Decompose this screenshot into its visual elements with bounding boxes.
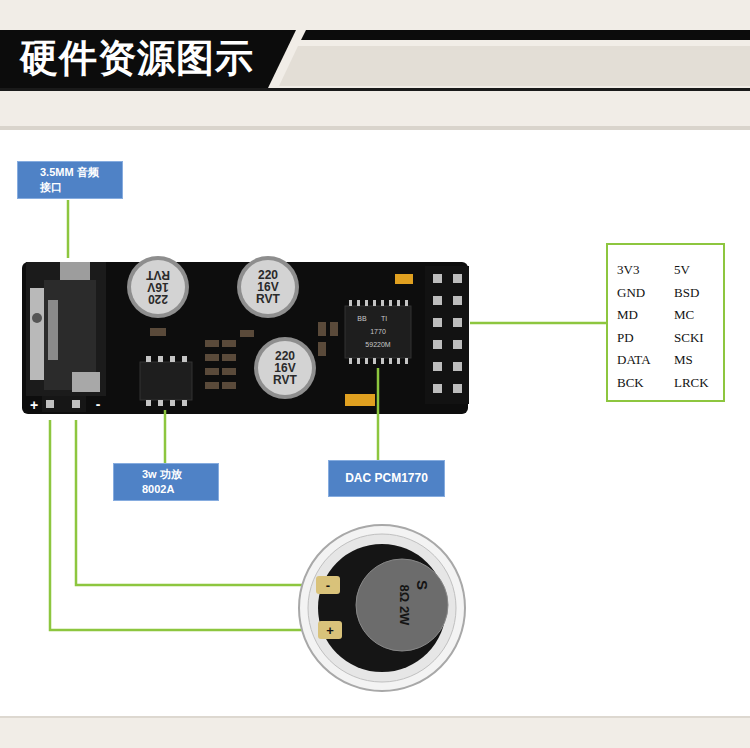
capacitor-marking: RVT [273,374,297,386]
footer-line [0,716,750,718]
callout-text: 3.5MM 音频接口 [40,165,100,195]
header-shadow [0,126,750,130]
pin-list-box: 3V3 5V GND BSD MD MC PD SCKI DATA MS BCK LRCK [606,243,725,402]
header-band [0,0,750,128]
title-underline [0,88,750,91]
title-bar-right [301,30,750,40]
pin-name: SCKI [674,331,704,344]
capacitor [127,256,316,399]
capacitor-marking: 16V [147,281,168,293]
pin-name: BSD [674,286,699,299]
capacitor-marking: 16V [274,362,295,374]
tantalum-cap [395,274,413,284]
speaker-marking: S [415,580,430,590]
chip-marking: 1770 [370,328,386,335]
title-bar [0,30,296,88]
terminal-sign: - [96,397,101,411]
speaker-marking: 8Ω 2W [398,585,411,626]
pin-name: GND [617,286,645,299]
chip-marking: TI [381,315,387,322]
chip-marking: 59220M [365,341,390,348]
title-bar-grey [279,46,750,86]
pin-name: MS [674,353,693,366]
pin-name: 5V [674,263,690,276]
speaker [299,525,465,691]
pin-name: PD [617,331,634,344]
chip-marking: BB [357,315,366,322]
tantalum-cap [345,394,375,406]
footer-band [0,718,750,748]
page-title: 硬件资源图示 [20,39,254,77]
callout-box: 3.5MM 音频接口 [17,161,123,199]
amp-chip [140,356,192,406]
pin-name: BCK [617,376,644,389]
capacitor-marking: 220 [275,350,295,362]
pin-name: LRCK [674,376,709,389]
capacitor-marking: 16V [257,281,278,293]
capacitor-marking: RVT [146,269,170,281]
terminal-sign: - [326,579,330,592]
callout-box: DAC PCM1770 [328,460,445,497]
callout-text: 3w 功放 8002A [142,467,190,497]
pin-name: MD [617,308,638,321]
terminal-sign: + [326,624,334,637]
capacitor-marking: 220 [148,293,168,305]
capacitor-marking: 220 [258,269,278,281]
pin-name: DATA [617,353,651,366]
callout-box: 3w 功放 8002A [113,463,219,501]
capacitor-marking: RVT [256,293,280,305]
speaker-header [42,396,86,412]
audio-jack [26,262,106,396]
callout-text: DAC PCM1770 [345,470,428,486]
dac-chip [345,300,411,364]
terminal-sign: + [30,398,38,412]
pin-header [425,266,469,404]
pin-name: MC [674,308,694,321]
pin-name: 3V3 [617,263,639,276]
